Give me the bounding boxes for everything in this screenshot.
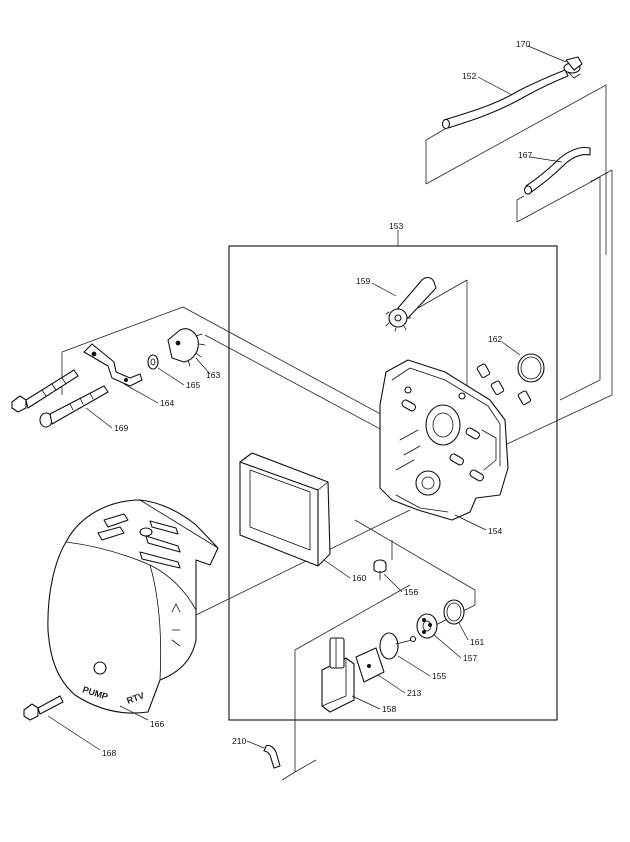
- part-158-primer-pump: [321, 637, 355, 713]
- part-164-bracket: [83, 343, 143, 387]
- label-153: 153: [389, 221, 403, 231]
- leader-lines: [47, 45, 567, 751]
- part-162-o-ring: [517, 353, 545, 383]
- part-165-washer: [147, 354, 159, 370]
- part-168-bolt: [23, 695, 64, 721]
- part-163-wheel: [167, 328, 206, 367]
- part-157-cap: [416, 613, 438, 639]
- label-166: 166: [150, 719, 164, 729]
- assembly-153-frame: [228, 245, 558, 721]
- part-152-tube: [441, 69, 569, 130]
- part-170-clamp: [563, 56, 583, 79]
- pins: [476, 363, 532, 406]
- label-156: 156: [404, 587, 418, 597]
- label-160: 160: [352, 573, 366, 583]
- guide-lines: [61, 84, 613, 781]
- part-166-cover: PUMP RTV: [47, 499, 219, 714]
- part-155-diaphragm: [379, 632, 417, 660]
- part-167-tube: [523, 146, 591, 195]
- label-210: 210: [232, 736, 246, 746]
- label-165: 165: [186, 380, 200, 390]
- part-161-o-ring: [443, 599, 465, 625]
- label-162: 162: [488, 334, 502, 344]
- part-160-gasket: [239, 452, 331, 567]
- label-164: 164: [160, 398, 174, 408]
- label-161: 161: [470, 637, 484, 647]
- label-152: 152: [462, 71, 476, 81]
- label-157: 157: [463, 653, 477, 663]
- part-169-bolt: [39, 385, 109, 428]
- label-158: 158: [382, 704, 396, 714]
- label-155: 155: [432, 671, 446, 681]
- part-213-membrane: [355, 647, 385, 683]
- label-154: 154: [488, 526, 502, 536]
- label-163: 163: [206, 370, 220, 380]
- part-154-plate: [379, 359, 509, 521]
- label-167: 167: [518, 150, 532, 160]
- long-bolt-upper: [11, 369, 79, 413]
- part-210-tube: [263, 744, 281, 769]
- label-213: 213: [407, 688, 421, 698]
- part-156-screw: [373, 559, 387, 581]
- label-159: 159: [356, 276, 370, 286]
- label-168: 168: [102, 748, 116, 758]
- part-159-lever: [385, 277, 437, 332]
- label-169: 169: [114, 423, 128, 433]
- label-170-text: 170: [516, 39, 530, 49]
